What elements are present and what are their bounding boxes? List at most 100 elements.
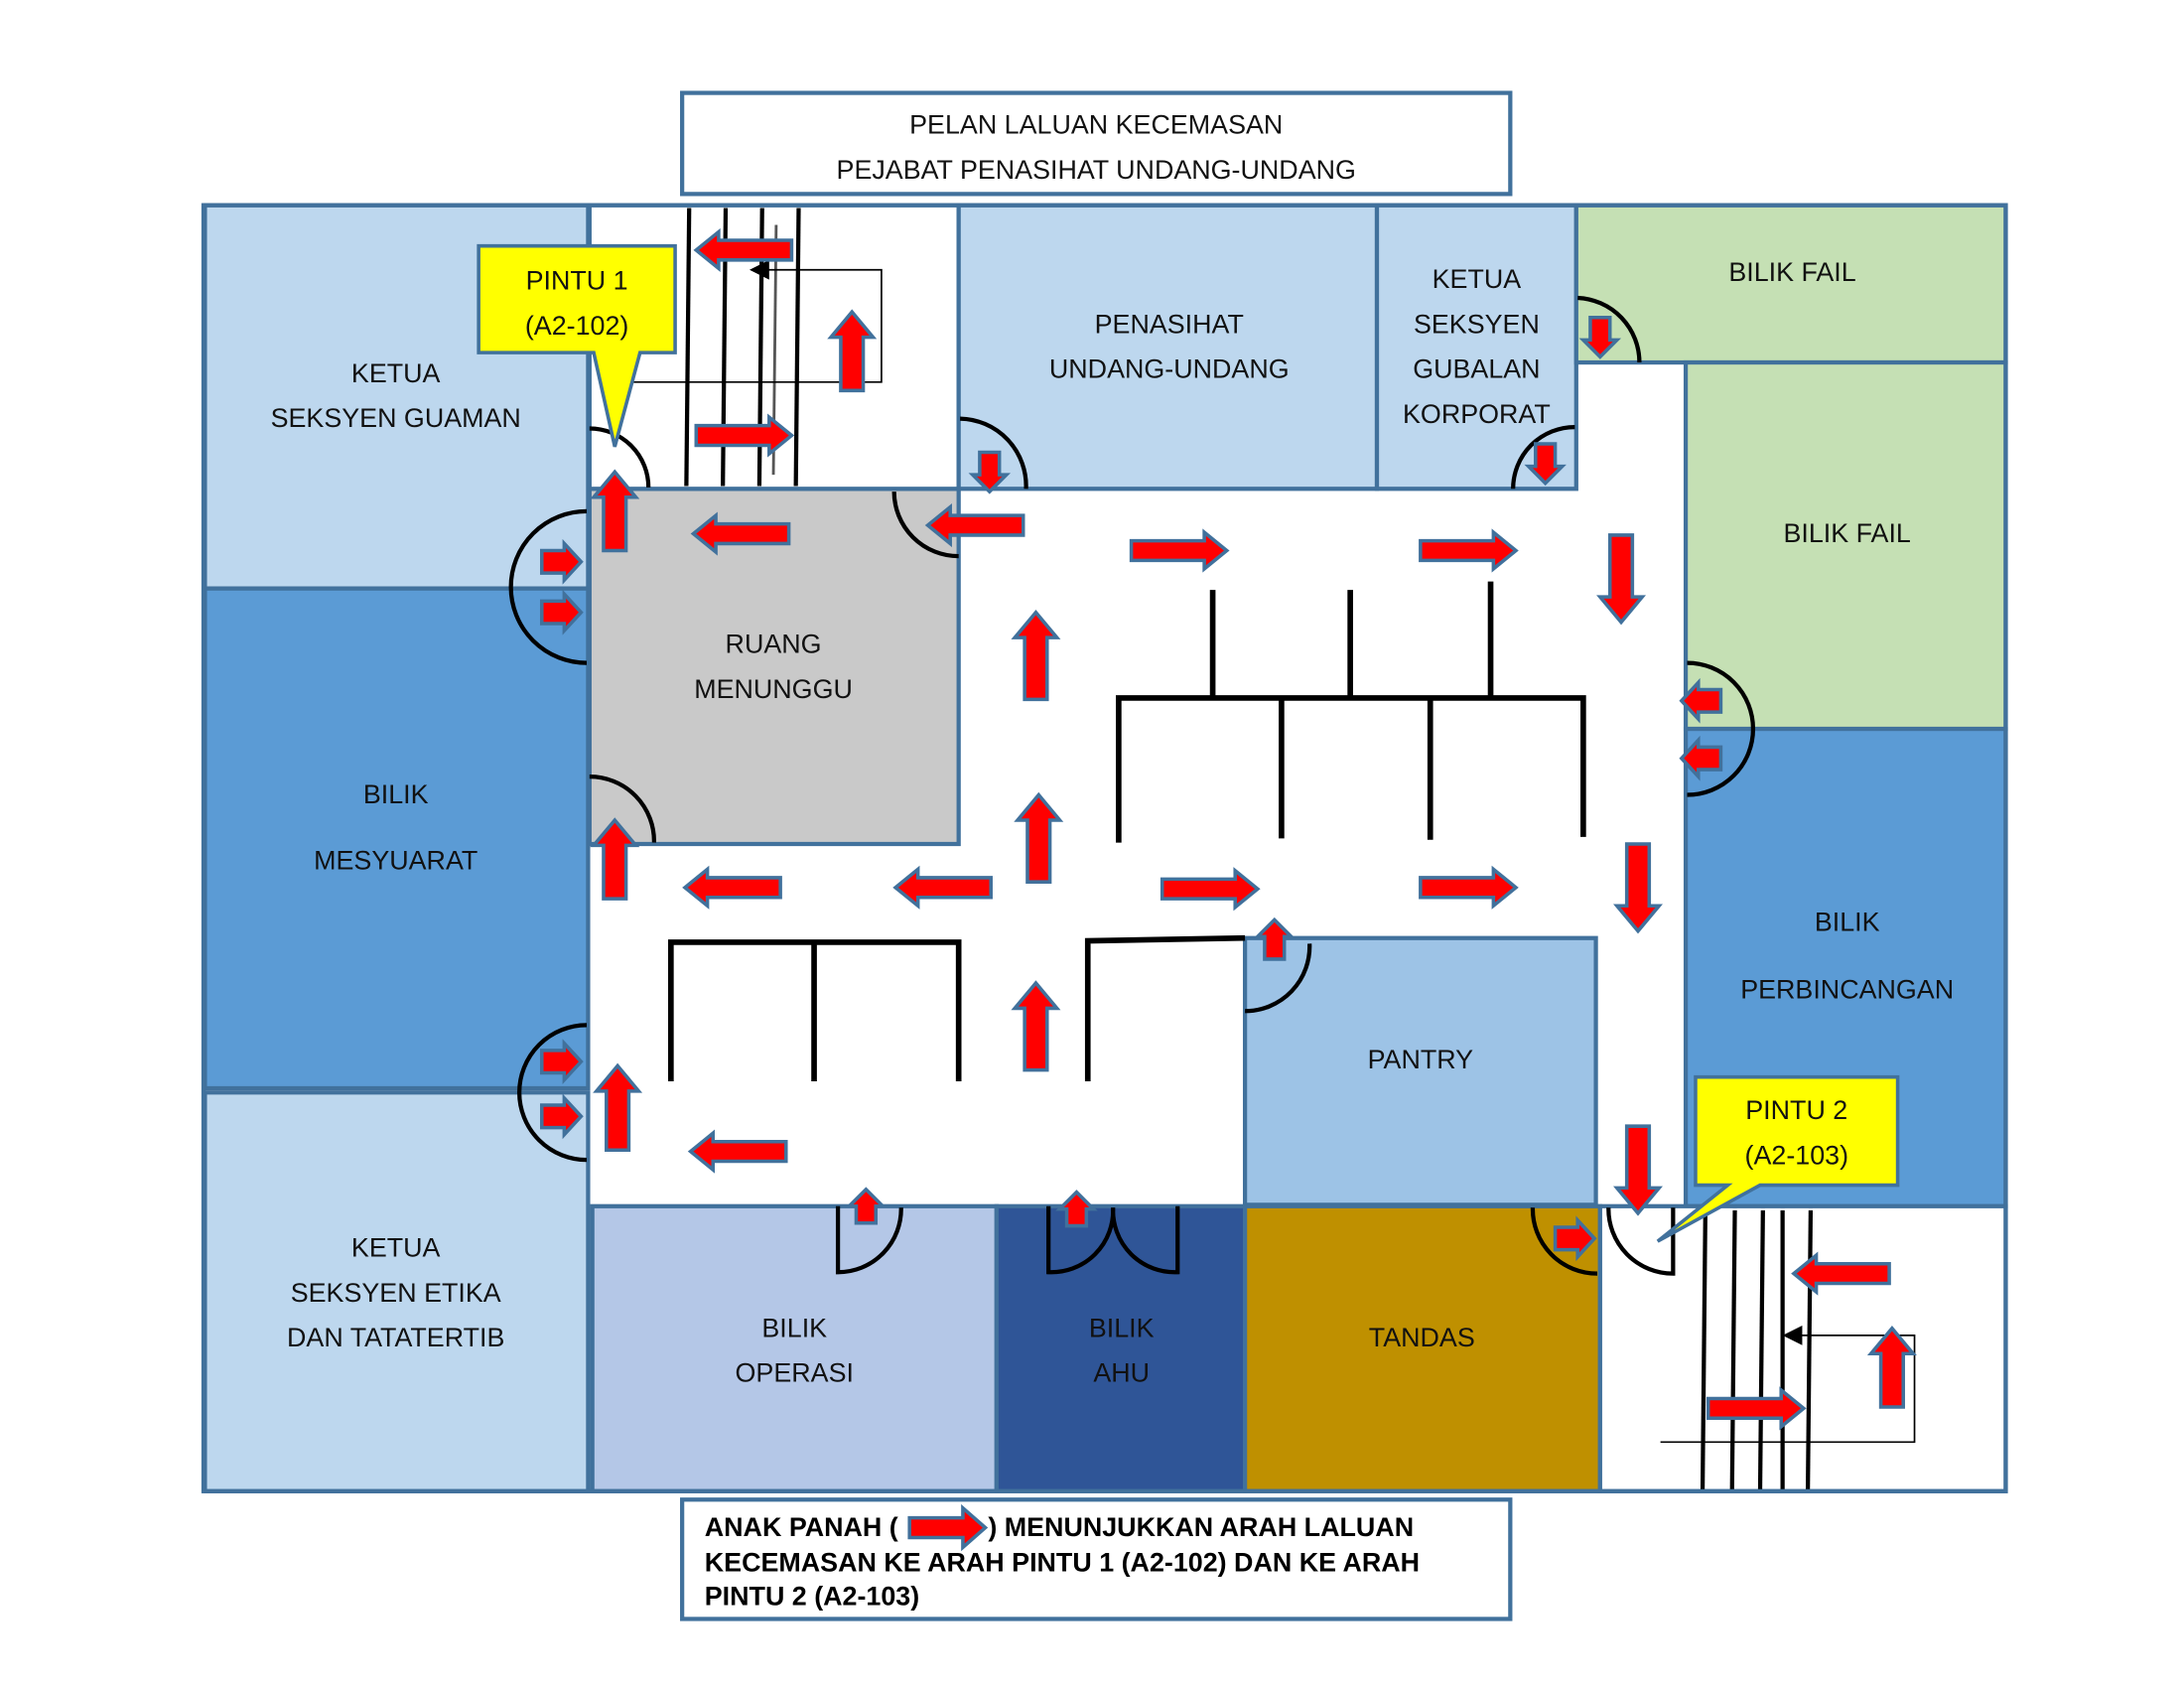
evacuation-arrow-right-icon bbox=[1553, 1215, 1597, 1262]
room-label: MENUNGGU bbox=[694, 674, 853, 704]
evacuation-arrow-left-icon bbox=[687, 1129, 788, 1174]
legend-line-3: PINTU 2 (A2-103) bbox=[705, 1581, 919, 1611]
evacuation-arrow-left-icon bbox=[892, 865, 993, 910]
room-label: SEKSYEN ETIKA bbox=[291, 1278, 501, 1308]
evacuation-arrow-left-icon bbox=[1679, 735, 1723, 781]
exit-name: PINTU 1 bbox=[526, 266, 628, 296]
room-label: PERBINCANGAN bbox=[1740, 975, 1954, 1005]
evacuation-arrow-right-icon bbox=[694, 413, 795, 458]
room-label: GUBALAN bbox=[1413, 354, 1540, 384]
room-label: SEKSYEN bbox=[1414, 309, 1540, 339]
room-bilik-mesyuarat: BILIK MESYUARAT bbox=[203, 586, 591, 1091]
title-line-1: PELAN LALUAN KECEMASAN bbox=[909, 110, 1283, 140]
door-swing bbox=[1530, 1207, 1598, 1276]
door-swing bbox=[960, 416, 1028, 490]
room-bilik-ahu: BILIK AHU bbox=[994, 1203, 1248, 1493]
evacuation-arrow-down-icon bbox=[1613, 842, 1663, 934]
title-line-2: PEJABAT PENASIHAT UNDANG-UNDANG bbox=[837, 155, 1356, 185]
door-swing bbox=[835, 1205, 903, 1275]
evacuation-arrow-up-icon bbox=[590, 469, 640, 553]
room-label: UNDANG-UNDANG bbox=[1049, 354, 1290, 384]
legend-line-2: KECEMASAN KE ARAH PINTU 1 (A2-102) DAN K… bbox=[705, 1547, 1420, 1577]
evacuation-arrow-up-icon bbox=[590, 817, 640, 901]
legend-line-1-end: ) MENUNJUKKAN ARAH LALUAN bbox=[988, 1512, 1414, 1542]
door-swing bbox=[589, 426, 651, 488]
legend-arrow-icon bbox=[907, 1503, 989, 1552]
evacuation-arrow-down-icon bbox=[1596, 533, 1647, 626]
evacuation-arrow-right-icon bbox=[539, 1093, 584, 1140]
room-label: PENASIHAT bbox=[1095, 309, 1244, 339]
evacuation-arrow-down-icon bbox=[1524, 442, 1567, 487]
evacuation-arrow-right-icon bbox=[1160, 867, 1261, 912]
evacuation-arrow-right-icon bbox=[539, 1039, 584, 1085]
evacuation-arrow-down-icon bbox=[1613, 1124, 1663, 1216]
evacuation-arrow-right-icon bbox=[539, 589, 584, 635]
door-swing bbox=[1687, 660, 1755, 797]
room-label: KORPORAT bbox=[1403, 399, 1551, 429]
evacuation-arrows bbox=[539, 227, 1917, 1431]
room-label: KETUA bbox=[351, 1233, 441, 1263]
door-swing bbox=[508, 508, 588, 665]
plan-border bbox=[201, 203, 2008, 1493]
evacuation-arrow-left-icon bbox=[1679, 677, 1723, 724]
room-bilik-fail-1: BILIK FAIL bbox=[1573, 203, 2008, 365]
door-swing bbox=[589, 774, 656, 843]
evacuation-arrow-right-icon bbox=[539, 538, 584, 585]
door-swing bbox=[517, 1023, 588, 1163]
evacuation-arrow-up-icon bbox=[593, 1062, 643, 1152]
door-swing bbox=[1245, 943, 1312, 1014]
room-label: BILIK FAIL bbox=[1783, 518, 1910, 548]
evacuation-arrow-left-icon bbox=[690, 511, 791, 556]
room-label: MESYUARAT bbox=[314, 845, 478, 875]
room-penasihat-undang-undang: PENASIHAT UNDANG-UNDANG bbox=[956, 203, 1380, 492]
evacuation-arrow-right-icon bbox=[1129, 528, 1230, 573]
room-label: BILIK bbox=[761, 1313, 827, 1342]
workstations bbox=[668, 581, 1586, 1081]
room-label: BILIK FAIL bbox=[1728, 257, 1855, 287]
exit-callout-pintu-2: PINTU 2 (A2-103) bbox=[1656, 1074, 1900, 1243]
evacuation-arrow-up-icon bbox=[1253, 916, 1297, 961]
room-label: RUANG bbox=[726, 630, 822, 659]
stairwell-2 bbox=[1597, 1203, 2008, 1493]
evacuation-arrow-left-icon bbox=[924, 502, 1025, 548]
evacuation-arrow-up-icon bbox=[845, 1187, 887, 1225]
evacuation-arrow-up-icon bbox=[1055, 1190, 1098, 1228]
room-label: BILIK bbox=[1089, 1313, 1155, 1342]
evacuation-arrow-up-icon bbox=[1014, 791, 1064, 884]
exit-name: PINTU 2 bbox=[1745, 1095, 1847, 1125]
evacuation-arrow-left-icon bbox=[693, 227, 794, 273]
room-ketua-seksyen-gubalan: KETUA SEKSYEN GUBALAN KORPORAT bbox=[1374, 203, 1578, 492]
room-label: TANDAS bbox=[1369, 1323, 1475, 1352]
room-pantry: PANTRY bbox=[1242, 935, 1598, 1207]
room-label: PANTRY bbox=[1368, 1045, 1474, 1074]
evacuation-arrow-left-icon bbox=[682, 865, 782, 910]
evacuation-arrow-down-icon bbox=[1578, 316, 1622, 359]
evacuation-arrow-right-icon bbox=[1706, 1386, 1807, 1431]
room-bilik-operasi: BILIK OPERASI bbox=[590, 1203, 999, 1493]
room-ketua-seksyen-etika: KETUA SEKSYEN ETIKA DAN TATATERTIB bbox=[203, 1090, 591, 1493]
door-swing bbox=[1577, 295, 1642, 363]
doors bbox=[508, 295, 1755, 1276]
room-label: SEKSYEN GUAMAN bbox=[271, 403, 521, 433]
room-label: BILIK bbox=[1815, 908, 1880, 937]
room-bilik-fail-2: BILIK FAIL bbox=[1683, 359, 2008, 732]
evacuation-arrow-right-icon bbox=[1419, 528, 1519, 573]
exit-code: (A2-103) bbox=[1745, 1140, 1849, 1170]
legend-line-1-start: ANAK PANAH ( bbox=[705, 1512, 898, 1542]
door-swing bbox=[1511, 424, 1575, 490]
evacuation-arrow-up-icon bbox=[1866, 1326, 1917, 1409]
exit-callout-pintu-1: PINTU 1 (A2-102) bbox=[477, 243, 677, 448]
evacuation-arrow-up-icon bbox=[1011, 980, 1061, 1072]
evacuation-arrow-up-icon bbox=[827, 309, 878, 393]
evacuation-arrow-down-icon bbox=[968, 450, 1012, 494]
room-label: KETUA bbox=[1433, 264, 1522, 294]
door-swing bbox=[1606, 1207, 1676, 1276]
room-label: DAN TATATERTIB bbox=[287, 1323, 504, 1352]
title-box: PELAN LALUAN KECEMASAN PEJABAT PENASIHAT… bbox=[680, 90, 1513, 197]
door-swing bbox=[891, 492, 959, 559]
room-label: KETUA bbox=[351, 358, 441, 388]
room-label: BILIK bbox=[363, 779, 429, 809]
legend-box: ANAK PANAH ( ) MENUNJUKKAN ARAH LALUAN K… bbox=[680, 1497, 1513, 1621]
room-label: AHU bbox=[1093, 1358, 1150, 1388]
